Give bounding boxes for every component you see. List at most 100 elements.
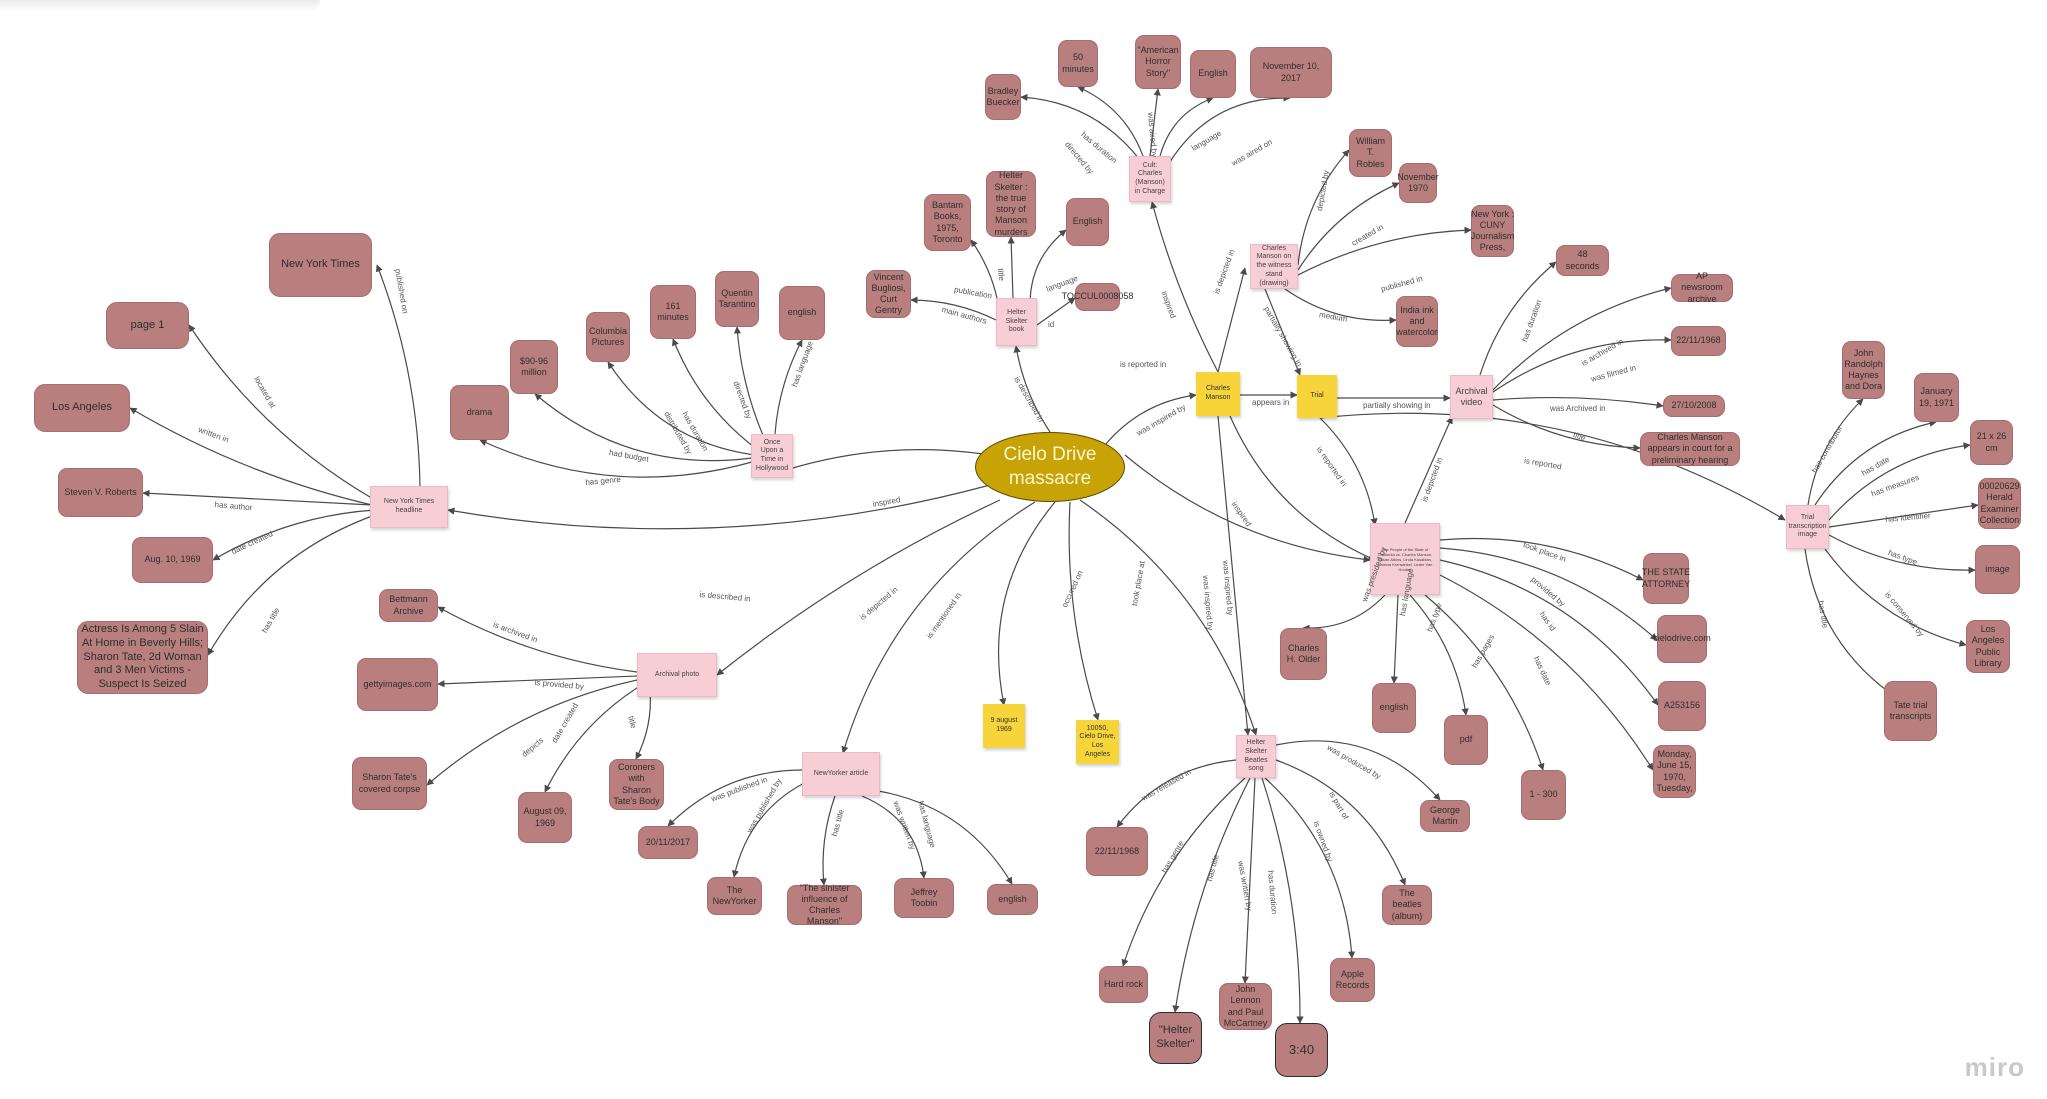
- node-hard-rock[interactable]: Hard rock: [1099, 966, 1148, 1003]
- node-nyt-headline[interactable]: New York Times headline: [370, 486, 448, 528]
- edge-connector[interactable]: [1297, 226, 1472, 276]
- edge-connector[interactable]: [1807, 398, 1864, 506]
- edge-connector[interactable]: [1302, 594, 1386, 632]
- edge-connector[interactable]: [1229, 415, 1376, 561]
- edge-connector[interactable]: [544, 685, 641, 793]
- node-nov2017[interactable]: November 10, 2017: [1250, 47, 1332, 98]
- node-date-1968[interactable]: 22/11/1968: [1671, 326, 1726, 356]
- node-image[interactable]: image: [1975, 545, 2020, 594]
- edge-connector[interactable]: [607, 361, 756, 456]
- node-headline-title[interactable]: Actress Is Among 5 Slain At Home in Beve…: [77, 621, 208, 694]
- edge-connector[interactable]: [479, 439, 753, 478]
- edge-connector[interactable]: [1217, 267, 1247, 373]
- edge-connector[interactable]: [1404, 416, 1453, 524]
- edge-connector[interactable]: [910, 296, 997, 321]
- node-english-book[interactable]: English: [1066, 198, 1109, 246]
- edge-connector[interactable]: [1297, 149, 1350, 266]
- node-bettmann[interactable]: Bettmann Archive: [379, 589, 438, 622]
- node-drawing[interactable]: Charles Manson on the witness stand (dra…: [1250, 244, 1298, 289]
- edge-connector[interactable]: [1167, 94, 1291, 166]
- edge-connector[interactable]: [375, 264, 421, 487]
- node-older[interactable]: Charles H. Older: [1280, 628, 1327, 680]
- edge-connector[interactable]: [207, 514, 376, 656]
- node-english-tr[interactable]: english: [1372, 683, 1416, 733]
- edge-connector[interactable]: [1150, 201, 1219, 373]
- node-song-title[interactable]: "Helter Skelter": [1149, 1012, 1202, 1064]
- edge-connector[interactable]: [1007, 236, 1015, 299]
- edge-connector[interactable]: [1261, 777, 1304, 1024]
- edge-connector[interactable]: [1828, 502, 1979, 528]
- node-india-ink[interactable]: India ink and watercolor: [1396, 296, 1438, 347]
- edge-connector[interactable]: [672, 338, 759, 451]
- edge-connector[interactable]: [1013, 345, 1051, 433]
- node-toobin[interactable]: Jeffrey Toobin: [894, 878, 954, 918]
- node-charles-manson[interactable]: Charles Manson: [1196, 372, 1240, 416]
- node-aug10[interactable]: Aug. 10, 1969: [132, 537, 213, 583]
- node-newyorker[interactable]: The NewYorker: [707, 877, 762, 915]
- node-song[interactable]: Helter Skelter Beatles song: [1236, 735, 1276, 778]
- edge-connector[interactable]: [667, 769, 803, 827]
- node-steven-roberts[interactable]: Steven V. Roberts: [58, 468, 143, 517]
- edge-connector[interactable]: [1814, 419, 1937, 506]
- node-pages[interactable]: 1 - 300: [1521, 770, 1566, 820]
- node-haynes[interactable]: John Randolph Haynes and Dora: [1842, 341, 1885, 399]
- edge-connector[interactable]: [1275, 759, 1406, 886]
- edge-connector[interactable]: [1439, 537, 1644, 581]
- node-herald[interactable]: 00020629 Herald Examiner Collection: [1978, 478, 2021, 529]
- node-coroners[interactable]: Coroners with Sharon Tate's Body: [609, 759, 664, 810]
- node-date-2017[interactable]: 20/11/2017: [638, 826, 698, 859]
- node-bugliosi[interactable]: Vincent Bugliosi, Curt Gentry: [866, 270, 911, 318]
- edge-connector[interactable]: [1284, 288, 1397, 324]
- edge-connector[interactable]: [437, 675, 638, 688]
- edge-connector[interactable]: [1492, 396, 1664, 409]
- edge-connector[interactable]: [1036, 297, 1076, 326]
- node-cult[interactable]: Cult: Charles (Manson) in Charge: [1129, 156, 1171, 202]
- edge-connector[interactable]: [1409, 594, 1469, 716]
- edge-connector[interactable]: [1828, 442, 1971, 521]
- node-ap[interactable]: AP newsroom archive: [1671, 271, 1733, 304]
- node-english-film[interactable]: english: [779, 286, 825, 340]
- node-161[interactable]: 161 minutes: [650, 285, 696, 339]
- edge-connector[interactable]: [774, 339, 803, 435]
- node-tate-trial[interactable]: Tate trial transcripts: [1884, 681, 1937, 741]
- edge-connector[interactable]: [1424, 594, 1545, 771]
- node-a253156[interactable]: A253156: [1658, 681, 1706, 731]
- edge-connector[interactable]: [871, 789, 1013, 885]
- edge-connector[interactable]: [1116, 759, 1237, 828]
- edge-connector[interactable]: [1492, 404, 1641, 452]
- node-archival-photo[interactable]: Archival photo: [637, 653, 717, 697]
- node-size[interactable]: 21 x 26 cm: [1970, 420, 2013, 465]
- node-cuny[interactable]: New York : CUNY Journalism Press,: [1471, 205, 1514, 257]
- node-lennon[interactable]: John Lennon and Paul McCartney: [1219, 983, 1272, 1030]
- edge-connector[interactable]: [635, 689, 651, 760]
- node-drama[interactable]: drama: [450, 385, 509, 440]
- edge-connector[interactable]: [1492, 336, 1672, 393]
- node-aug09[interactable]: August 09, 1969: [518, 792, 572, 843]
- edge-connector[interactable]: [1824, 548, 1967, 647]
- edge-connector[interactable]: [1319, 412, 1786, 521]
- edge-connector[interactable]: [534, 393, 753, 462]
- edge-connector[interactable]: [1828, 534, 1976, 574]
- node-cielo-drive-massacre[interactable]: Cielo Drive massacre: [975, 432, 1125, 502]
- edge-connector[interactable]: [1124, 454, 1371, 563]
- edge-connector[interactable]: [1020, 93, 1141, 161]
- edge-connector[interactable]: [1319, 417, 1378, 526]
- node-date-9aug[interactable]: 9 august 1969: [983, 704, 1025, 748]
- edge-connector[interactable]: [716, 499, 1001, 676]
- edge-connector[interactable]: [1149, 88, 1161, 157]
- edge-connector[interactable]: [1077, 86, 1144, 157]
- node-song-date[interactable]: 22/11/1968: [1086, 827, 1148, 876]
- node-buecker[interactable]: Bradley Buecker: [985, 74, 1021, 120]
- node-video-title[interactable]: Charles Manson appears in court for a pr…: [1640, 432, 1740, 466]
- node-book-title[interactable]: Helter Skelter : the true story of Manso…: [986, 170, 1036, 237]
- edge-connector[interactable]: [188, 324, 376, 501]
- edge-connector[interactable]: [731, 779, 811, 878]
- node-monday[interactable]: Monday, June 15, 1970, Tuesday,: [1653, 745, 1696, 798]
- edge-connector[interactable]: [1439, 574, 1654, 771]
- edge-connector[interactable]: [1275, 740, 1441, 801]
- edge-connector[interactable]: [998, 501, 1056, 706]
- edge-connector[interactable]: [1079, 499, 1258, 736]
- node-george-martin[interactable]: George Martin: [1420, 800, 1470, 832]
- edge-connector[interactable]: [733, 326, 766, 441]
- node-cielodrive[interactable]: cielodrive.com: [1653, 615, 1711, 663]
